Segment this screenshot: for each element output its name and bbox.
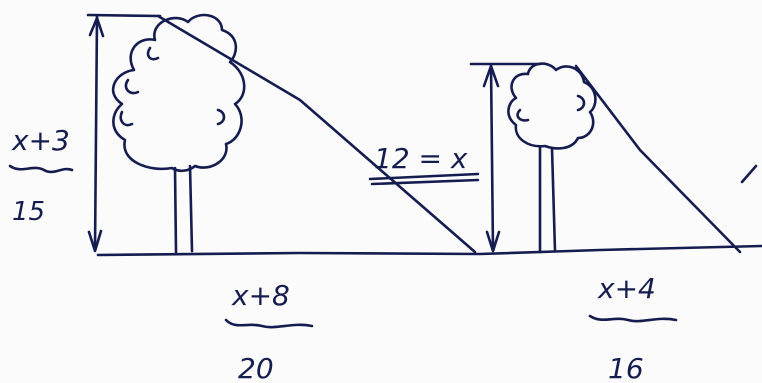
small-shadow-expression: x+4 [597, 272, 656, 305]
big-height-expression: x+3 [11, 124, 70, 157]
edge-stroke [740, 164, 758, 184]
big-height-value: 15 [12, 197, 45, 227]
big-shadow-squiggle [224, 318, 314, 329]
small-shadow-squiggle [588, 314, 678, 323]
ground-line [96, 244, 762, 257]
small-height-expression: 12 = x [374, 142, 468, 175]
big-height-squiggle [8, 164, 74, 174]
x-value-underline [368, 172, 480, 186]
large-tree [111, 13, 246, 254]
big-shadow-expression: x+8 [231, 279, 290, 312]
big-height-arrow [86, 13, 162, 253]
small-height-arrow [469, 62, 542, 253]
tree-icon [111, 13, 246, 173]
big-shadow-value: 20 [238, 352, 274, 383]
small-shadow-value: 16 [608, 352, 644, 383]
small-tree [507, 62, 597, 254]
small-shadow-line [574, 64, 742, 254]
big-shadow-line [156, 14, 477, 254]
tree-icon [507, 62, 597, 150]
